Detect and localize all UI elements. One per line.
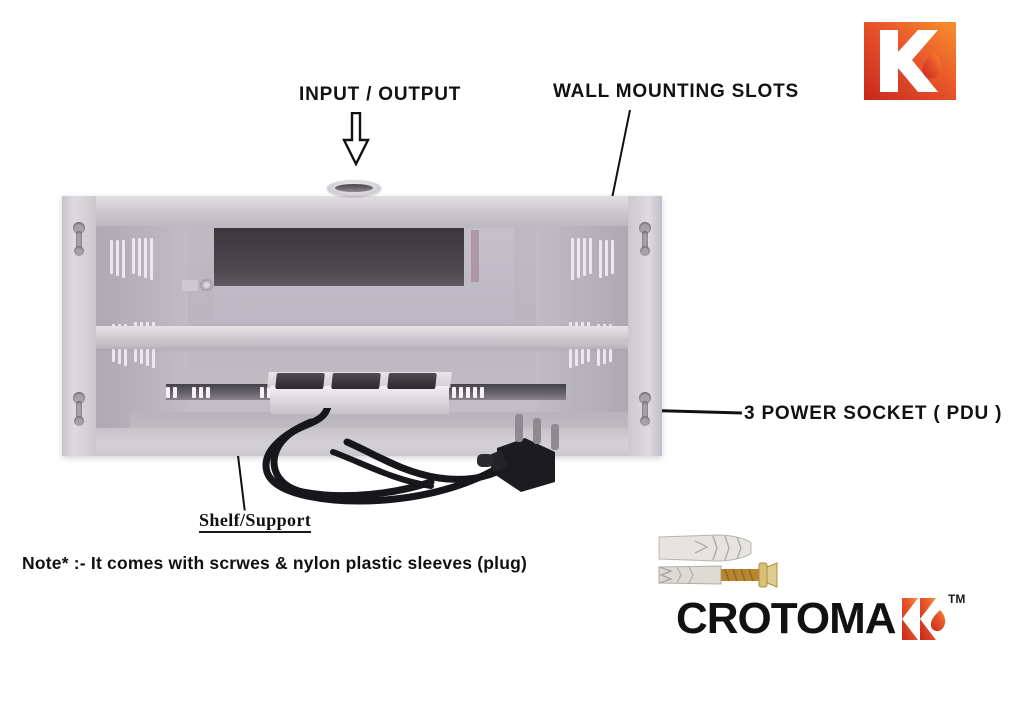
pdu-front-face	[270, 386, 449, 414]
wall-mounting-slot	[72, 222, 86, 256]
crotomak-logo-mark-icon	[864, 22, 956, 100]
wall-mounting-slot	[638, 222, 652, 256]
down-arrow-icon	[341, 111, 371, 167]
vent-slits-left-upper-1	[110, 240, 125, 278]
brand-name-text: CROTOMA	[676, 594, 897, 643]
nylon-wall-plug	[658, 534, 752, 562]
power-socket	[275, 373, 325, 389]
cabinet-top-panel	[62, 196, 662, 226]
wall-mounting-slot	[72, 392, 86, 426]
cabinet-shelf	[96, 326, 628, 344]
note-text: Note* :- It comes with scrwes & nylon pl…	[22, 553, 528, 573]
power-socket	[387, 373, 437, 389]
screws-and-nylon-plugs-graphic	[655, 527, 785, 589]
vent-slits-right-upper-1	[599, 240, 614, 278]
vent-slits-left-upper-2	[132, 238, 153, 280]
wall-mount-rack-cabinet	[62, 196, 662, 456]
cabinet-interior-marking	[471, 230, 479, 282]
power-socket	[331, 373, 381, 389]
wall-mounting-slot	[638, 392, 652, 426]
three-pin-plug	[477, 414, 559, 492]
vent-slits-right-upper-2	[571, 238, 592, 280]
callout-input-output: INPUT / OUTPUT	[299, 84, 462, 105]
callout-wall-mounting-slots: WALL MOUNTING SLOTS	[553, 81, 800, 102]
callout-power-socket-pdu: 3 POWER SOCKET ( PDU )	[744, 403, 1003, 424]
power-cord-with-plug	[225, 394, 585, 516]
rail-vent-cluster	[166, 387, 177, 398]
input-output-knockout-port	[327, 180, 381, 196]
power-distribution-unit	[267, 372, 452, 414]
trademark-symbol: TM	[948, 592, 966, 606]
brand-k-mark-icon	[900, 596, 948, 642]
cabinet-rear-opening	[214, 228, 464, 286]
screw-with-plug	[658, 562, 778, 588]
rail-vent-cluster	[192, 387, 210, 398]
rail-vent-cluster	[452, 387, 484, 398]
cabinet-floor	[130, 412, 628, 428]
cabinet-shelf-front-edge	[96, 342, 628, 349]
crotomak-wordmark: CROTOMA TM	[676, 592, 966, 648]
callout-shelf-support: Shelf/Support	[199, 511, 312, 533]
internal-fastener	[182, 278, 216, 292]
